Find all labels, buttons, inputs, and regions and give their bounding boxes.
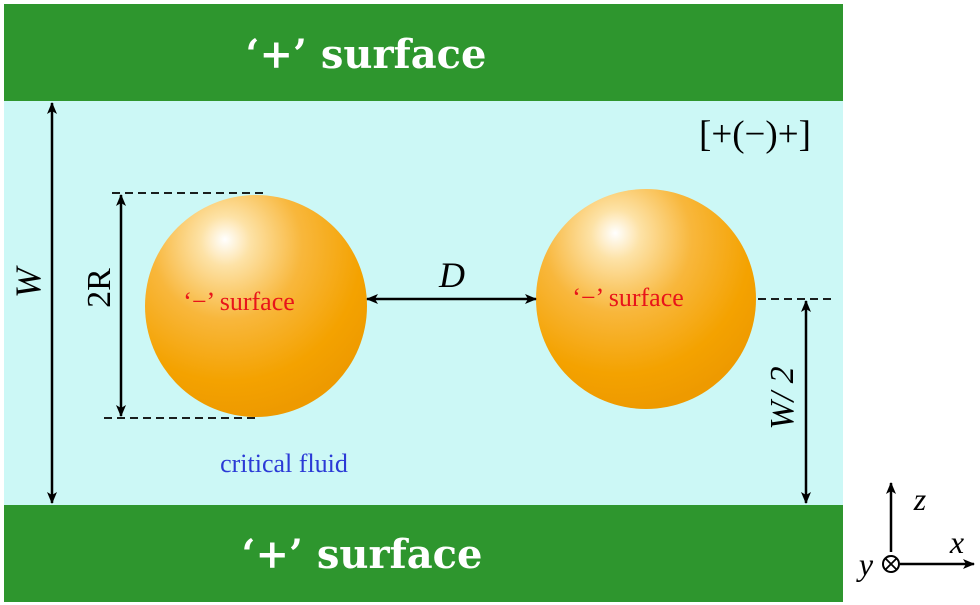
fluid-label: critical fluid [220, 449, 348, 478]
coordinate-axes: z x y [856, 481, 975, 582]
left-sphere-label: ‘−’ surface [183, 287, 295, 316]
y-axis-label: y [856, 546, 874, 582]
configuration-label: [+(−)+] [699, 114, 811, 155]
right-sphere [536, 189, 756, 409]
left-sphere [145, 195, 367, 417]
top-plate-label: ‘+’ surface [246, 31, 487, 78]
x-axis-label: x [949, 524, 964, 560]
half-width-label: W/ 2 [764, 366, 801, 429]
z-axis-label: z [913, 481, 927, 517]
top-plate [4, 4, 843, 101]
bottom-plate-label: ‘+’ surface [242, 531, 483, 578]
y-axis-cross-b [884, 557, 898, 571]
right-sphere-label: ‘−’ surface [572, 283, 684, 312]
separation-label: D [438, 255, 465, 295]
width-label: W [8, 265, 48, 298]
diameter-label: 2R [81, 268, 118, 308]
bottom-plate [4, 505, 843, 602]
